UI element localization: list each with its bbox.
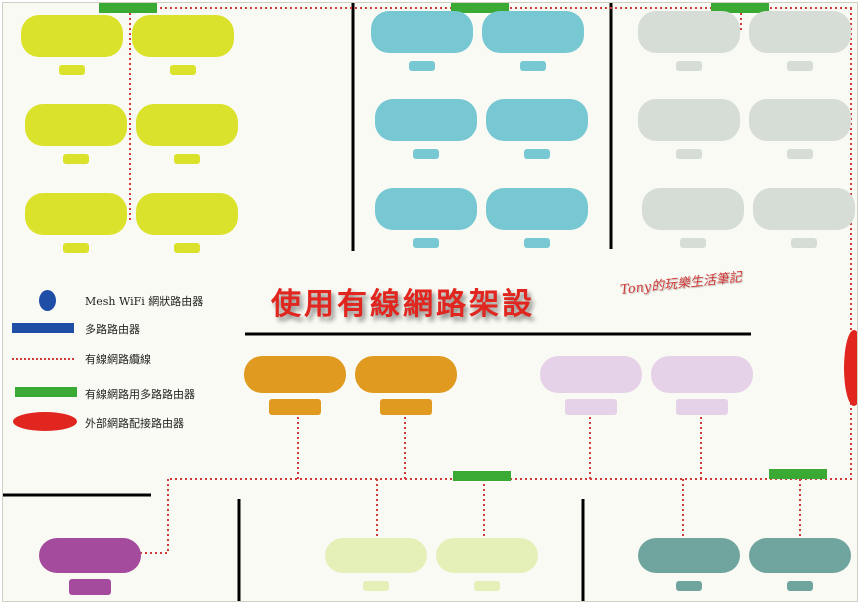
walls [3,3,751,601]
legend-label-cable: 有線網路纜線 [85,353,151,366]
legend-label-wired: 有線網路用多路路由器 [85,388,195,401]
legend-label-mesh: Mesh WiFi 網狀路由器 [85,295,204,308]
diagram-title: 使用有線網路架設 [271,287,535,322]
desk-device [69,579,111,595]
desk-device [791,238,817,248]
desk-device [680,238,706,248]
desk-pod [371,11,473,53]
desk-device [524,238,550,248]
desk-device [676,581,702,591]
desk-device [380,399,432,415]
network-cable [139,479,169,554]
external-router-group [844,330,857,406]
desk-device [63,154,89,164]
desk-device [363,581,389,591]
desk-device [170,65,196,75]
wired-switch [769,469,827,479]
desk-pod [136,193,238,235]
legend-item-cable: 有線網路纜線 [3,348,243,370]
desk-pod [638,11,740,53]
desk-device [565,399,617,415]
legend-item-mesh: Mesh WiFi 網狀路由器 [3,290,243,312]
desk-device [676,149,702,159]
desk-pod [244,356,346,393]
multi-router-icon [12,323,74,333]
desk-pod [436,538,538,573]
desk-pod [642,188,744,230]
wired-switch [711,3,769,13]
floor-plan-diagram [3,3,857,601]
desk-pod [39,538,141,573]
desk-groups [21,11,855,595]
desk-device [59,65,85,75]
desk-device [409,61,435,71]
cable-icon [12,358,74,360]
desk-device [174,154,200,164]
desk-device [787,149,813,159]
desk-device [520,61,546,71]
desk-pod [375,188,477,230]
desk-pod [638,538,740,573]
desk-pod [375,99,477,141]
desk-pod [21,15,123,57]
desk-pod [486,188,588,230]
legend-label-multi: 多路路由器 [85,323,140,336]
desk-pod [749,11,851,53]
desk-pod [25,193,127,235]
desk-device [63,243,89,253]
wired-switch [99,3,157,13]
desk-device [413,149,439,159]
desk-pod [355,356,457,393]
desk-device [676,61,702,71]
network-cable [168,403,852,480]
desk-pod [638,99,740,141]
legend-item-ext: 外部網路配接路由器 [3,412,243,434]
wired-switches [99,3,827,481]
legend-item-multi: 多路路由器 [3,318,243,340]
desk-device [174,243,200,253]
desk-pod [136,104,238,146]
desk-pod [749,99,851,141]
desk-pod [482,11,584,53]
desk-pod [753,188,855,230]
mesh-router-icon [39,290,56,311]
external-router-icon [13,412,77,431]
desk-device [787,581,813,591]
desk-device [474,581,500,591]
desk-pod [132,15,234,57]
desk-device [269,399,321,415]
wired-switch-icon [15,387,77,397]
desk-device [524,149,550,159]
wired-switch [451,3,509,13]
desk-pod [540,356,642,393]
desk-pod [325,538,427,573]
desk-pod [749,538,851,573]
desk-device [787,61,813,71]
legend-label-ext: 外部網路配接路由器 [85,417,184,430]
desk-pod [486,99,588,141]
legend-item-wired: 有線網路用多路路由器 [3,383,243,405]
desk-device [676,399,728,415]
external-router [844,330,857,406]
desk-pod [651,356,753,393]
desk-device [413,238,439,248]
desk-pod [25,104,127,146]
wired-switch [453,471,511,481]
